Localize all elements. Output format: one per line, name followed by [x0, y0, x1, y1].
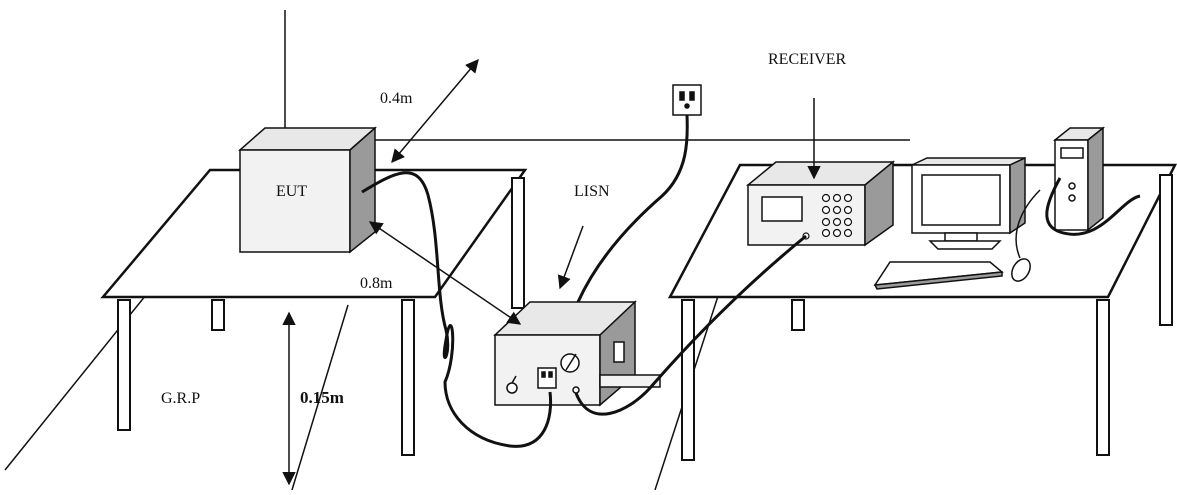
- dimension-arrows: [282, 58, 821, 486]
- monitor-icon: [911, 156, 1026, 250]
- cables: [361, 114, 1141, 448]
- arrow-04m: [391, 58, 479, 164]
- lisn-meter-dial: [560, 353, 580, 394]
- distance-label-015m: 0.15m: [300, 388, 344, 407]
- lisn-label: LISN: [574, 183, 610, 200]
- receiver-label: RECEIVER: [768, 51, 847, 68]
- arrow-08m: [368, 221, 522, 325]
- eut-box: [238, 126, 377, 254]
- lisn-connector-icon: [506, 375, 518, 394]
- wall-outlet-icon: [672, 84, 702, 116]
- keyboard-icon: [873, 261, 1004, 290]
- distance-label-08m: 0.8m: [360, 275, 393, 292]
- grp-label: G.R.P: [161, 390, 200, 407]
- eut-label: EUT: [276, 183, 307, 200]
- receiver-box: [745, 160, 896, 247]
- mouse-icon: [1011, 258, 1031, 282]
- pc-tower-icon: [1052, 126, 1106, 232]
- receiver-buttons: [802, 193, 853, 240]
- distance-label-04m: 0.4m: [380, 90, 413, 107]
- lisn-outlet-icon: [537, 367, 557, 389]
- arrow-lisn: [557, 225, 584, 290]
